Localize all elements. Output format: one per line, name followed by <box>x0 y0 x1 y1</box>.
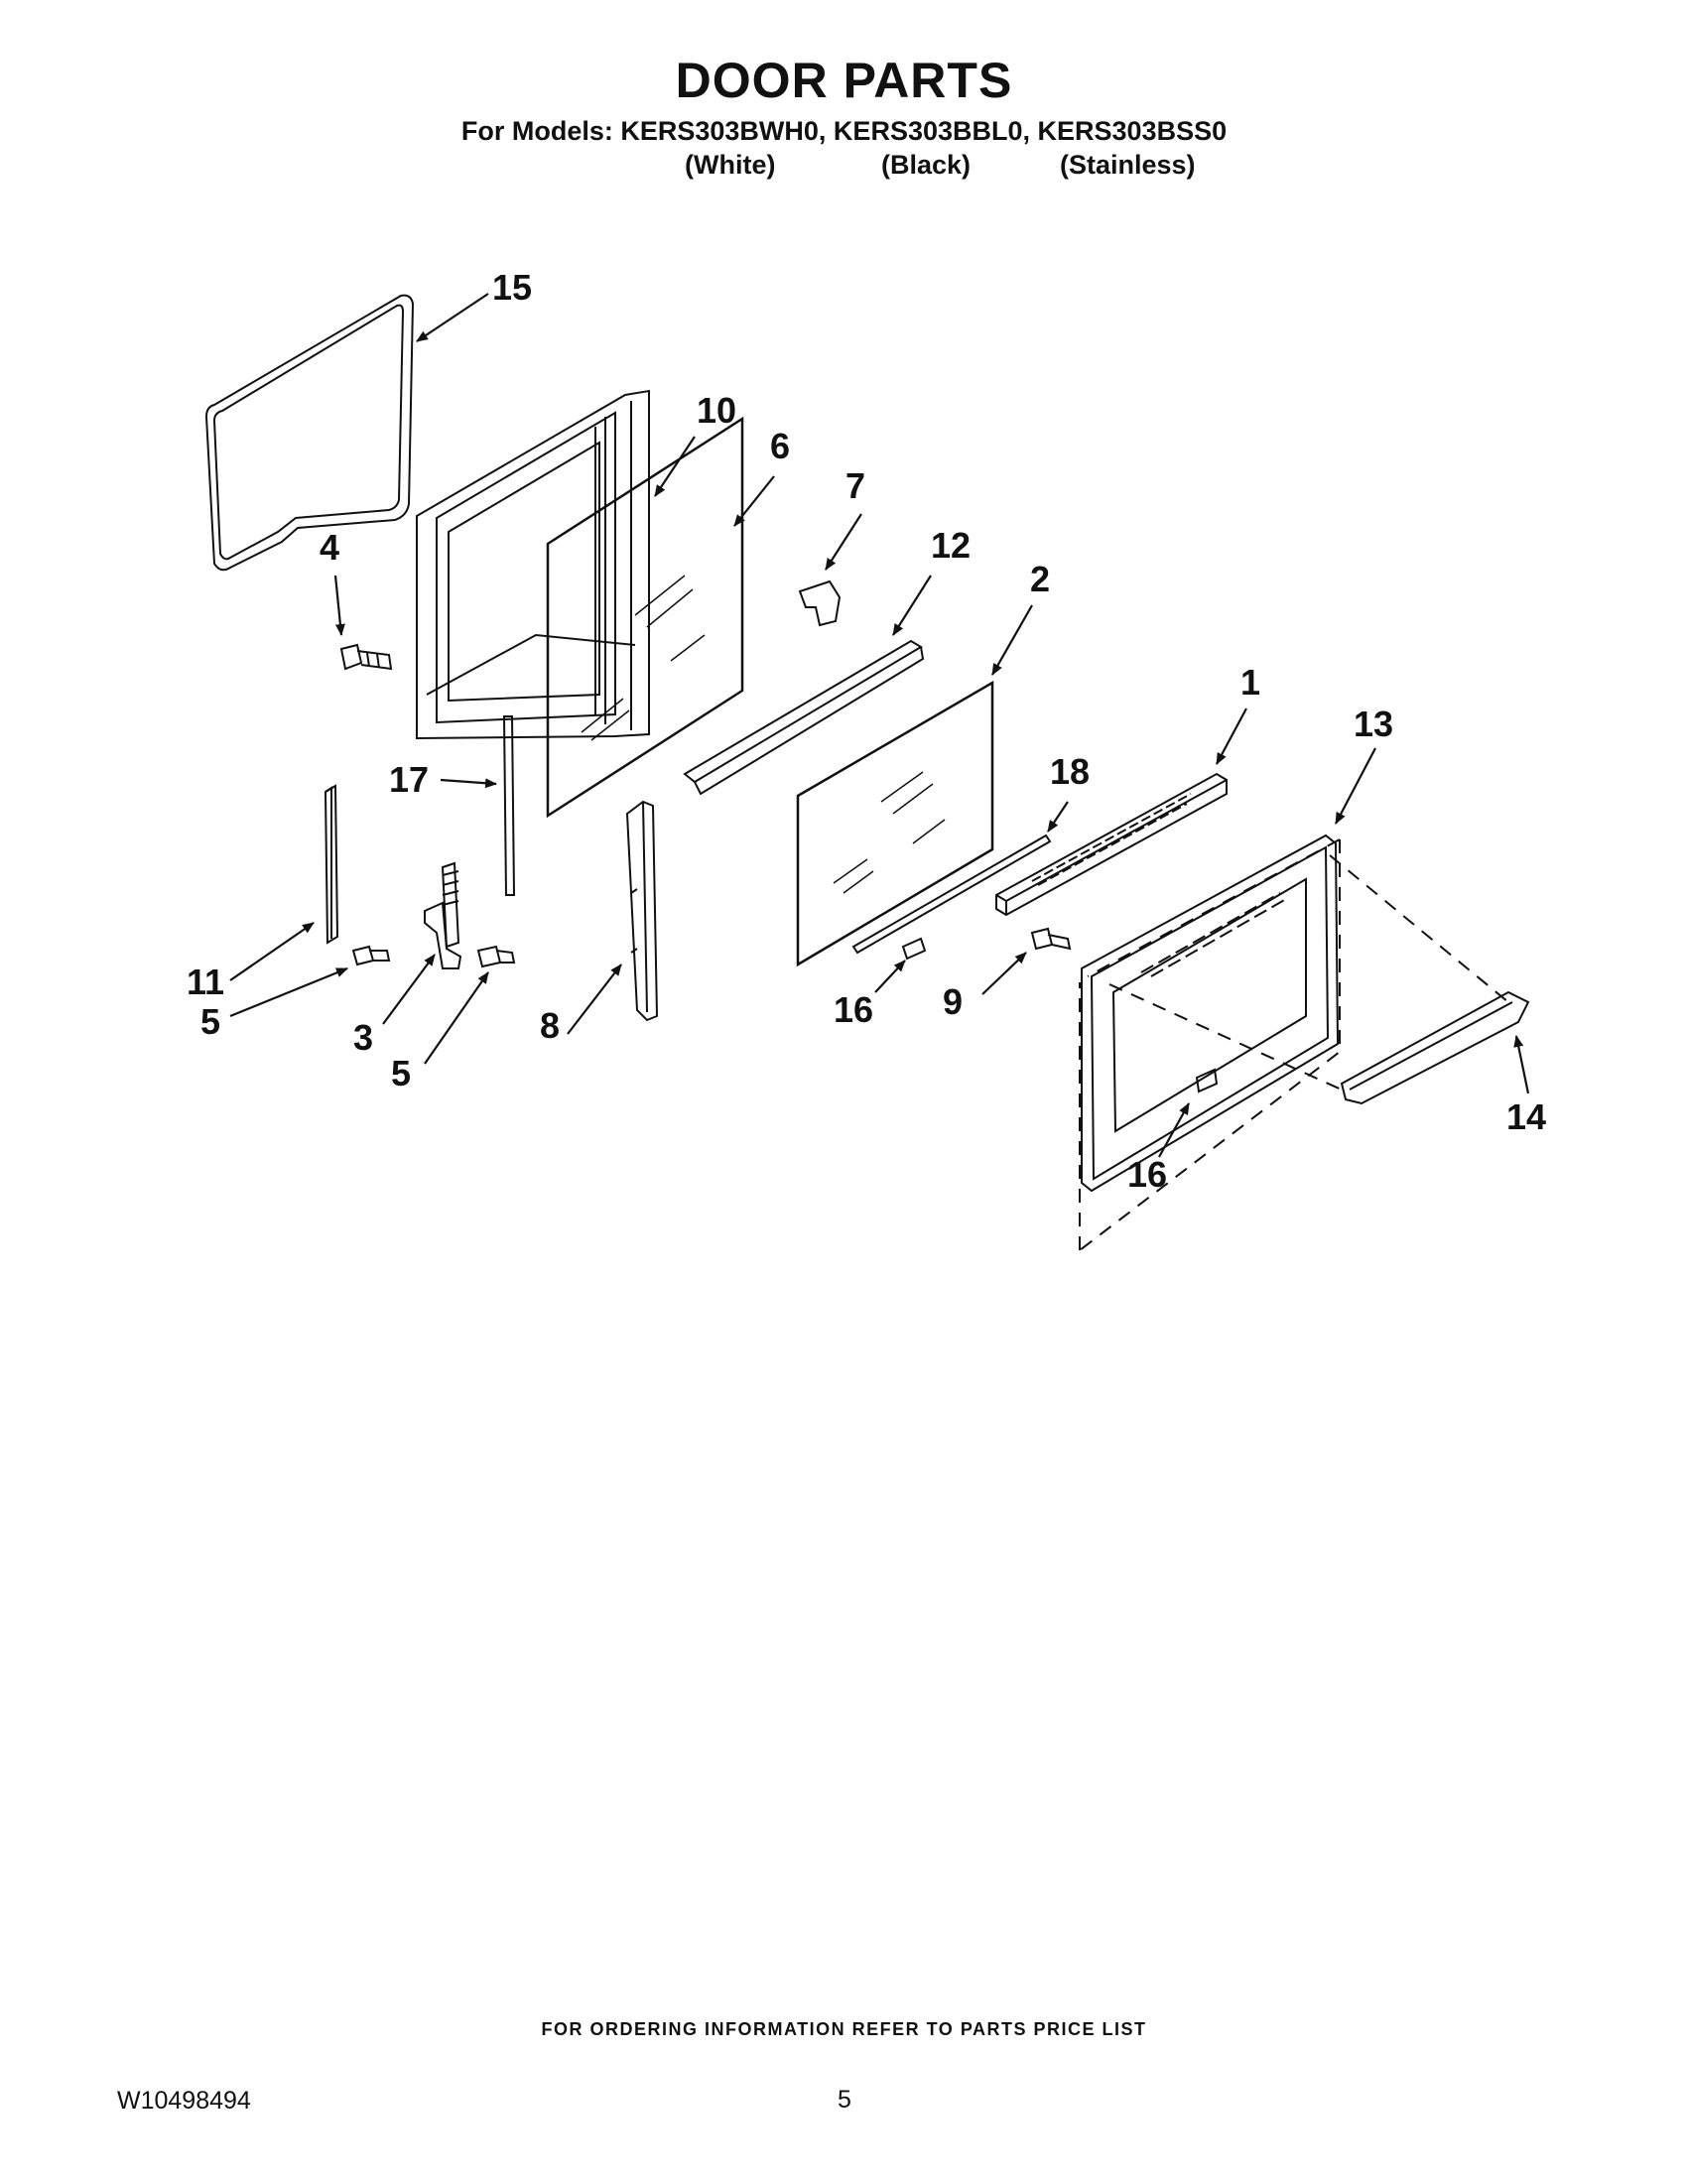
part-3-hinge <box>424 861 462 969</box>
part-10-inner-door-liner <box>416 389 650 740</box>
callout-13: 13 <box>1354 704 1393 744</box>
part-16-pad <box>1195 1068 1219 1093</box>
callout-12: 12 <box>931 525 971 566</box>
part-5-screw <box>351 945 391 966</box>
ordering-note: FOR ORDERING INFORMATION REFER TO PARTS … <box>541 2019 1147 2039</box>
part-7-glass-clip <box>798 579 842 627</box>
leader-lines <box>229 293 1530 1158</box>
variant-black: (Black) <box>881 150 972 180</box>
callout-17: 17 <box>389 759 429 800</box>
callout-10: 10 <box>697 390 736 431</box>
callout-6: 6 <box>770 426 790 466</box>
callout-5: 5 <box>200 1001 220 1042</box>
models-line: For Models: KERS303BWH0, KERS303BBL0, KE… <box>460 116 1228 146</box>
part-2-outer-glass <box>796 680 994 967</box>
document-number: W10498494 <box>117 2087 251 2115</box>
part-11-hinge-bracket <box>324 784 339 945</box>
callout-16: 16 <box>834 989 873 1030</box>
part-4-screw <box>339 643 393 671</box>
part-5-screw <box>476 945 516 968</box>
part-12-glass-retainer <box>683 639 925 796</box>
part-18-strip <box>851 834 1052 955</box>
page-number: 5 <box>838 2086 851 2114</box>
variant-stainless: (Stainless) <box>1060 150 1196 180</box>
callout-7: 7 <box>845 465 865 506</box>
callout-2: 2 <box>1030 559 1050 599</box>
page-title: DOOR PARTS <box>675 53 1013 108</box>
part-16-pad <box>901 937 927 961</box>
callout-4: 4 <box>320 527 339 568</box>
part-6-inner-glass <box>546 416 744 819</box>
part-14-door-handle <box>1340 990 1530 1105</box>
callout-14: 14 <box>1506 1096 1546 1137</box>
callout-15: 15 <box>492 267 532 308</box>
callout-16: 16 <box>1127 1154 1167 1195</box>
part-9-screw <box>1030 927 1072 951</box>
callout-9: 9 <box>943 981 963 1022</box>
part-13-outer-door-panel <box>1079 834 1509 1251</box>
part-15-door-gasket <box>204 294 415 572</box>
part-17-seal-strip <box>502 715 516 896</box>
callout-18: 18 <box>1050 751 1090 792</box>
callout-3: 3 <box>353 1017 373 1058</box>
part-8-door-frame <box>625 800 659 1022</box>
part-1-vent-trim <box>995 772 1228 917</box>
callout-8: 8 <box>540 1005 560 1046</box>
variant-white: (White) <box>685 150 776 180</box>
callout-11: 11 <box>187 962 224 1002</box>
callout-5: 5 <box>391 1053 411 1093</box>
callout-1: 1 <box>1240 662 1260 703</box>
